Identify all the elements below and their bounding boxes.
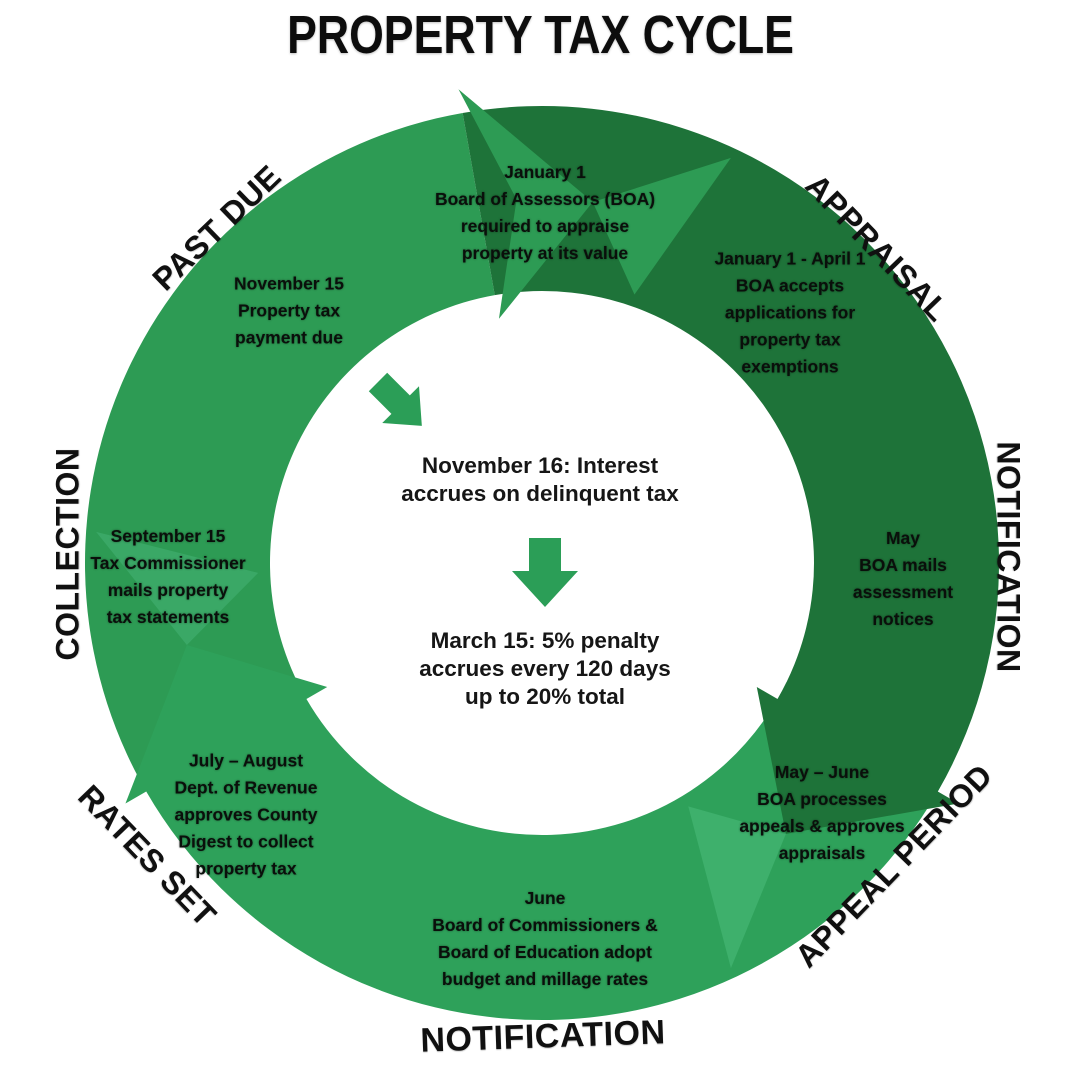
label-notification-right: NOTIFICATION <box>990 441 1027 673</box>
segment-november-15: November 15 Property tax payment due <box>234 273 344 348</box>
segment-jan-april: January 1 - April 1 BOA accepts applicat… <box>714 248 866 377</box>
diagonal-arrow-icon <box>368 372 422 426</box>
down-arrow-icon <box>512 538 578 607</box>
center-note-november16: November 16: Interest accrues on delinqu… <box>401 453 679 506</box>
segment-june: June Board of Commissioners & Board of E… <box>432 888 658 989</box>
segment-january: January 1 Board of Assessors (BOA) requi… <box>434 162 656 263</box>
ring-arrow-right <box>462 105 1000 834</box>
page-title-text: PROPERTY TAX CYCLE <box>286 5 794 66</box>
ring-arrowhead-top <box>458 89 593 319</box>
segment-may-june: May – June BOA processes appeals & appro… <box>739 762 905 863</box>
segment-july-august: July – August Dept. of Revenue approves … <box>174 750 318 879</box>
segment-may: May BOA mails assessment notices <box>852 528 954 629</box>
ring-wedge-left-start <box>96 531 259 645</box>
center-note-march15: March 15: 5% penalty accrues every 120 d… <box>419 628 671 709</box>
label-collection: COLLECTION <box>49 447 86 661</box>
ring-wedge-top-start <box>592 157 731 295</box>
segment-september: September 15 Tax Commissioner mails prop… <box>90 526 246 627</box>
page-title: PROPERTY TAX CYCLE <box>0 6 1080 65</box>
ring-wedge-bottom-start <box>688 806 786 969</box>
